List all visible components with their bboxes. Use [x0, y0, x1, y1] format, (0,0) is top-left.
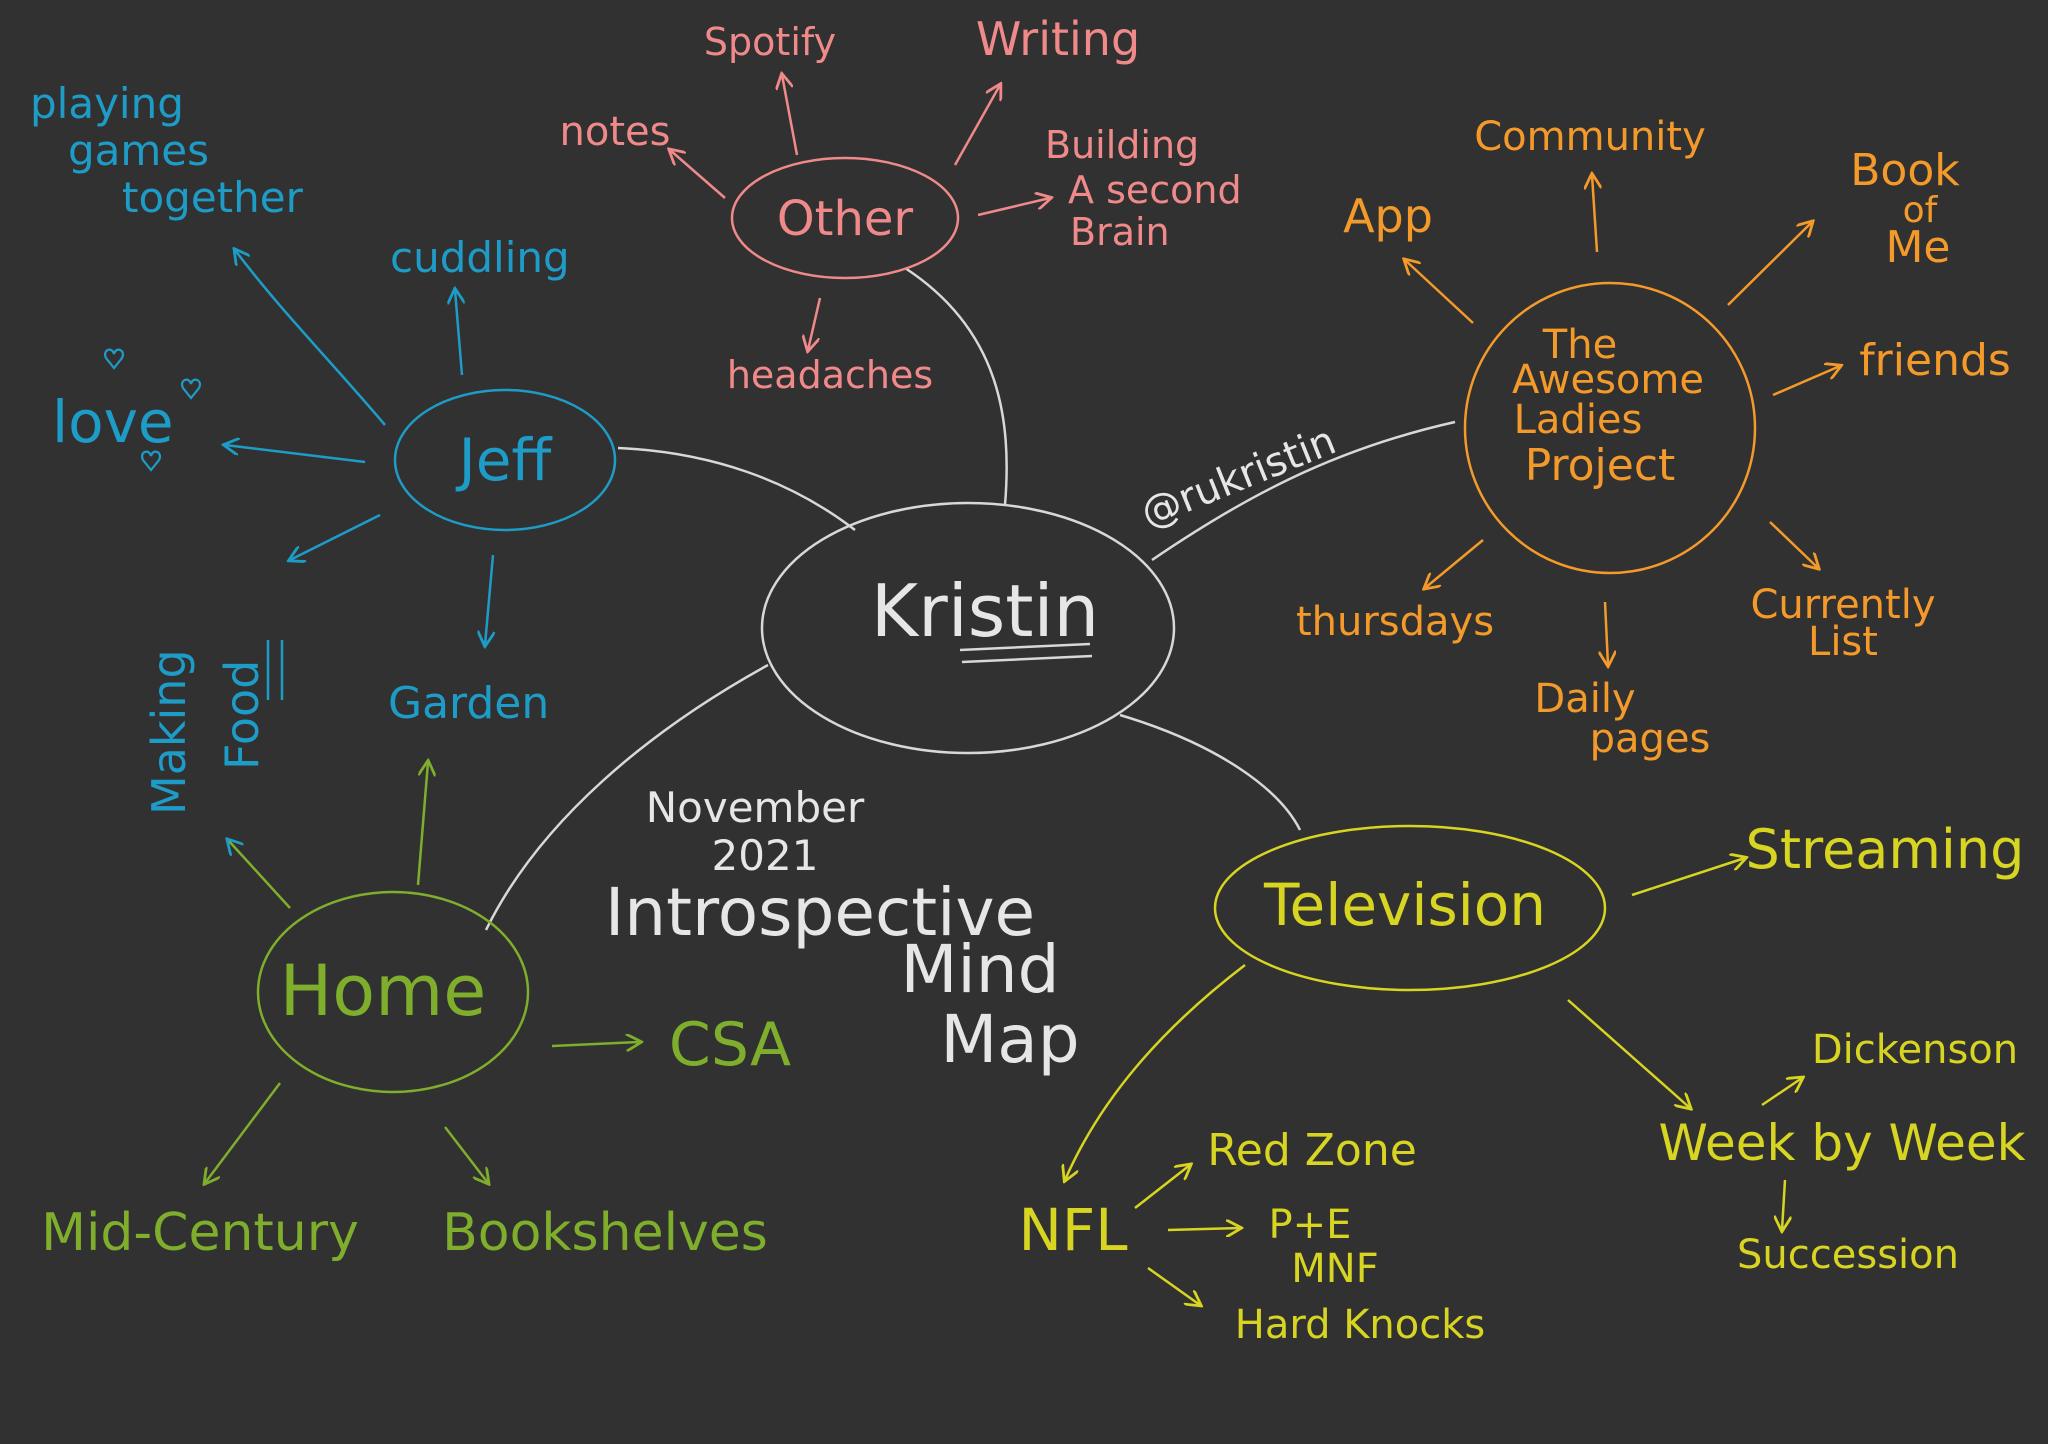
tv-item-hard-knocks: Hard Knocks [1235, 1302, 1486, 1348]
jeff-node-outline [393, 388, 617, 532]
project-item-community: Community [1474, 114, 1706, 160]
television-node-outline [1213, 824, 1607, 992]
jeff-node-label: Jeff [456, 426, 554, 494]
home-item-csa: CSA [669, 1010, 791, 1080]
other-item-writing: Writing [976, 12, 1140, 66]
jeff-item-making: Making [142, 649, 196, 815]
caption-year: 2021 [712, 831, 819, 880]
connector-television [1119, 713, 1302, 831]
branch-other: Other Spotify Writing notes Building A s… [560, 12, 1242, 397]
heart-icons [104, 348, 201, 472]
project-item-daily: Daily [1534, 676, 1635, 722]
project-item-app: App [1343, 189, 1433, 243]
tv-item-pe: P+E [1269, 1202, 1352, 1248]
central-underline [959, 642, 1093, 664]
connector-jeff [617, 446, 856, 531]
jeff-item-garden: Garden [388, 678, 549, 729]
connector-home [484, 663, 769, 931]
central-node: Kristin [760, 501, 1176, 755]
tv-item-nfl: NFL [1018, 1196, 1127, 1264]
tv-item-mnf: MNF [1291, 1246, 1378, 1292]
home-node-outline [256, 890, 530, 1094]
jeff-item-playing: playing [30, 79, 184, 128]
tv-item-dickenson: Dickenson [1812, 1027, 2018, 1073]
heart-icon [141, 450, 161, 472]
tv-item-red-zone: Red Zone [1207, 1125, 1417, 1176]
caption-mind: Mind [900, 931, 1059, 1008]
other-node-label: Other [777, 191, 914, 247]
tv-item-streaming: Streaming [1746, 818, 2025, 881]
other-item-building: Building [1045, 123, 1199, 167]
other-item-second: A second [1068, 168, 1242, 212]
project-item-book: Book [1850, 145, 1960, 196]
project-item-list: List [1808, 619, 1878, 665]
other-item-headaches: headaches [727, 353, 933, 397]
project-label-line3: Ladies [1514, 397, 1643, 443]
home-item-mid-century: Mid-Century [41, 1203, 359, 1263]
other-node-outline [730, 156, 960, 280]
jeff-item-food: Food [215, 660, 269, 770]
central-node-outline [760, 501, 1176, 755]
home-item-bookshelves: Bookshelves [442, 1203, 768, 1263]
branch-television: Television Streaming NFL Red Zone P+E MN… [1018, 818, 2025, 1348]
handle-label: @rukristin [1135, 418, 1343, 538]
caption-map: Map [940, 1001, 1079, 1078]
project-item-me: Me [1885, 222, 1950, 273]
caption: November 2021 Introspective Mind Map [605, 783, 1080, 1078]
television-node-label: Television [1263, 871, 1546, 939]
project-item-of: of [1903, 190, 1939, 231]
tv-item-succession: Succession [1737, 1232, 1959, 1278]
project-item-pages: pages [1590, 716, 1711, 762]
project-item-currently: Currently [1750, 582, 1935, 628]
project-item-friends: friends [1859, 335, 2011, 386]
connector-project [1151, 420, 1456, 562]
central-node-label: Kristin [871, 569, 1099, 653]
caption-title: Introspective [605, 874, 1035, 951]
other-item-notes: notes [560, 109, 671, 155]
other-item-brain: Brain [1070, 210, 1170, 254]
tv-item-week-by-week: Week by Week [1658, 1114, 2025, 1172]
jeff-item-love: love [52, 388, 174, 456]
central-connectors [484, 266, 1456, 931]
jeff-item-cuddling: cuddling [390, 233, 570, 282]
project-node-outline [1463, 281, 1757, 575]
branch-jeff: Jeff playing games together cuddling lov… [30, 79, 617, 815]
heart-icon [181, 378, 201, 400]
other-item-spotify: Spotify [704, 20, 836, 64]
branch-home: Home CSA Mid-Century Bookshelves [41, 762, 791, 1263]
project-label-line4: Project [1525, 440, 1676, 491]
food-marks [266, 640, 284, 700]
connector-other [904, 266, 1008, 506]
heart-icon [104, 348, 124, 370]
jeff-item-games: games [68, 126, 209, 175]
home-node-label: Home [280, 950, 487, 1032]
project-label-line1: The [1542, 322, 1617, 368]
caption-month: November [646, 783, 865, 832]
project-item-thursdays: thursdays [1296, 599, 1494, 645]
branch-project: The Awesome Ladies Project Community App… [1296, 114, 2011, 762]
project-label-line2: Awesome [1512, 357, 1704, 403]
jeff-item-together: together [122, 173, 304, 222]
